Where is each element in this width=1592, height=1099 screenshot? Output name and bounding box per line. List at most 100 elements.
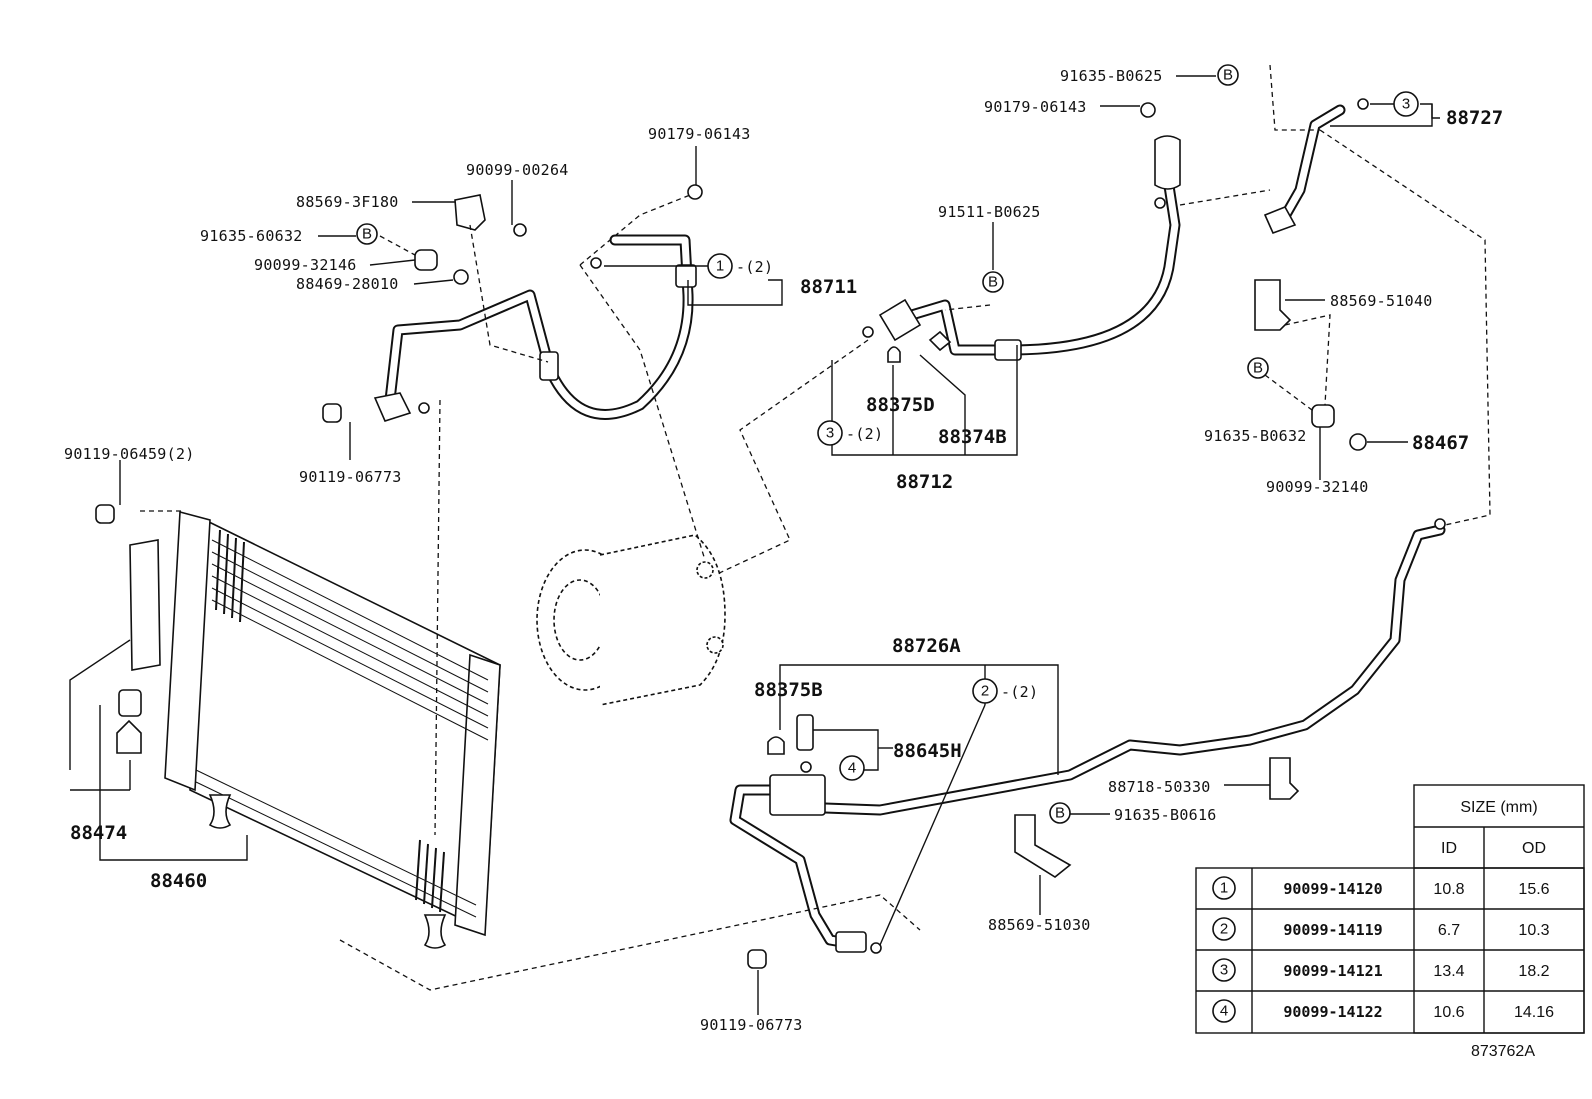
hose-88712[interactable] xyxy=(878,135,1181,361)
pipe-88727[interactable] xyxy=(1263,104,1346,235)
compressor-body xyxy=(599,534,726,706)
compressor-port xyxy=(696,561,714,579)
o-ring-3 xyxy=(862,326,874,338)
receiver-parts[interactable] xyxy=(116,539,161,754)
svg-text:3: 3 xyxy=(1220,962,1228,979)
label-88569-51030[interactable]: 88569-51030 xyxy=(988,916,1091,934)
o-ring-2b xyxy=(418,402,430,414)
compressor-port-2 xyxy=(706,636,724,654)
label-88375B[interactable]: 88375B xyxy=(754,679,823,701)
svg-text:2: 2 xyxy=(981,683,989,700)
label-88374B[interactable]: 88374B xyxy=(938,426,1007,448)
label-91511-B0625[interactable]: 91511-B0625 xyxy=(938,203,1041,221)
table-row: 3 90099-14121 13.4 18.2 xyxy=(1212,958,1550,982)
bracket-88569-3F180 xyxy=(454,194,486,231)
svg-text:1: 1 xyxy=(716,258,724,275)
label-91635-60632[interactable]: 91635-60632 xyxy=(200,227,303,245)
label-90119-06459[interactable]: 90119-06459(2) xyxy=(64,445,195,463)
svg-text:10.3: 10.3 xyxy=(1518,922,1549,939)
svg-text:6.7: 6.7 xyxy=(1438,922,1460,939)
label-88569-3F180[interactable]: 88569-3F180 xyxy=(296,193,399,211)
svg-text:3: 3 xyxy=(1402,96,1410,113)
svg-text:10.6: 10.6 xyxy=(1433,1004,1464,1021)
label-90099-00264[interactable]: 90099-00264 xyxy=(466,161,569,179)
svg-text:10.8: 10.8 xyxy=(1433,881,1464,898)
label-88375D[interactable]: 88375D xyxy=(866,394,935,416)
svg-text:90099-14121: 90099-14121 xyxy=(1283,962,1382,980)
receiver-cap xyxy=(118,689,142,717)
leader-lines xyxy=(69,75,1440,1015)
svg-text:90099-14120: 90099-14120 xyxy=(1283,880,1382,898)
label-90099-32146[interactable]: 90099-32146 xyxy=(254,256,357,274)
pipe-88726A[interactable] xyxy=(729,524,1446,953)
clamp-88718 xyxy=(1269,757,1300,800)
grommet-88467 xyxy=(1349,433,1367,451)
svg-text:B: B xyxy=(1253,360,1263,377)
svg-text:B: B xyxy=(1223,67,1233,84)
table-row: 4 90099-14122 10.6 14.16 xyxy=(1212,999,1554,1023)
receiver-plug xyxy=(116,719,142,754)
svg-text:1: 1 xyxy=(1220,880,1228,897)
label-88711[interactable]: 88711 xyxy=(800,276,857,298)
callout-b-3: B xyxy=(982,271,1004,293)
part-labels: 90179-06143 90099-00264 88569-3F180 9163… xyxy=(64,67,1503,1034)
svg-text:18.2: 18.2 xyxy=(1518,963,1549,980)
svg-text:-(2): -(2) xyxy=(736,258,773,276)
label-88460[interactable]: 88460 xyxy=(150,870,207,892)
compressor-clutch xyxy=(553,579,607,661)
svg-text:13.4: 13.4 xyxy=(1433,963,1464,980)
label-88467[interactable]: 88467 xyxy=(1412,432,1469,454)
svg-text:90099-14122: 90099-14122 xyxy=(1283,1003,1382,1021)
label-90179-06143-a[interactable]: 90179-06143 xyxy=(648,125,751,143)
svg-text:-(2): -(2) xyxy=(846,425,883,443)
hose-sleeve xyxy=(539,351,559,381)
label-90119-06773-b[interactable]: 90119-06773 xyxy=(700,1016,803,1034)
nut-90179-b xyxy=(1140,102,1156,118)
condenser-assembly[interactable] xyxy=(164,510,501,949)
label-90179-06143-b[interactable]: 90179-06143 xyxy=(984,98,1087,116)
label-90099-32140[interactable]: 90099-32140 xyxy=(1266,478,1369,496)
callout-3b: 3 xyxy=(1393,91,1419,117)
nut-88469 xyxy=(453,269,469,285)
condenser-left-tank xyxy=(164,510,211,792)
col-id: ID xyxy=(1441,840,1457,857)
callout-b-5: B xyxy=(1049,802,1071,824)
bolt-90119-b xyxy=(747,949,767,969)
label-88726A[interactable]: 88726A xyxy=(892,635,961,657)
label-88569-51040[interactable]: 88569-51040 xyxy=(1330,292,1433,310)
nut-90179-a xyxy=(687,184,703,200)
label-88718-50330[interactable]: 88718-50330 xyxy=(1108,778,1211,796)
label-91635-B0616[interactable]: 91635-B0616 xyxy=(1114,806,1217,824)
o-ring-2 xyxy=(870,942,882,954)
callout-b-4: B xyxy=(1247,357,1269,379)
label-91635-B0632[interactable]: 91635-B0632 xyxy=(1204,427,1307,445)
hose-fitting xyxy=(373,392,412,422)
svg-text:B: B xyxy=(1055,805,1065,822)
label-88645H[interactable]: 88645H xyxy=(893,740,962,762)
bracket-88569-51030 xyxy=(1014,814,1072,878)
callout-1: 1 -(2) xyxy=(707,253,773,279)
label-90119-06773-a[interactable]: 90119-06773 xyxy=(299,468,402,486)
condenser-core xyxy=(189,518,501,932)
svg-text:15.6: 15.6 xyxy=(1518,881,1549,898)
label-88727[interactable]: 88727 xyxy=(1446,107,1503,129)
bolt-90119-a xyxy=(322,403,342,423)
hose-88711[interactable] xyxy=(373,234,697,422)
label-91635-B0625[interactable]: 91635-B0625 xyxy=(1060,67,1163,85)
label-88469-28010[interactable]: 88469-28010 xyxy=(296,275,399,293)
valve-88374B xyxy=(928,330,952,352)
bracket-88569-51040 xyxy=(1254,279,1292,331)
compressor[interactable] xyxy=(536,534,726,706)
label-88474[interactable]: 88474 xyxy=(70,822,127,844)
o-ring-2c xyxy=(1434,518,1446,530)
col-od: OD xyxy=(1522,840,1546,857)
switch-88645H xyxy=(796,714,814,751)
bolt-90099-00264 xyxy=(513,223,527,237)
callout-2: 2 -(2) xyxy=(972,678,1038,704)
condenser-right-tank xyxy=(454,653,501,937)
pipe-fitting xyxy=(1263,205,1297,235)
label-88712[interactable]: 88712 xyxy=(896,471,953,493)
bolt-90119-06459 xyxy=(95,504,115,524)
svg-text:-(2): -(2) xyxy=(1001,683,1038,701)
